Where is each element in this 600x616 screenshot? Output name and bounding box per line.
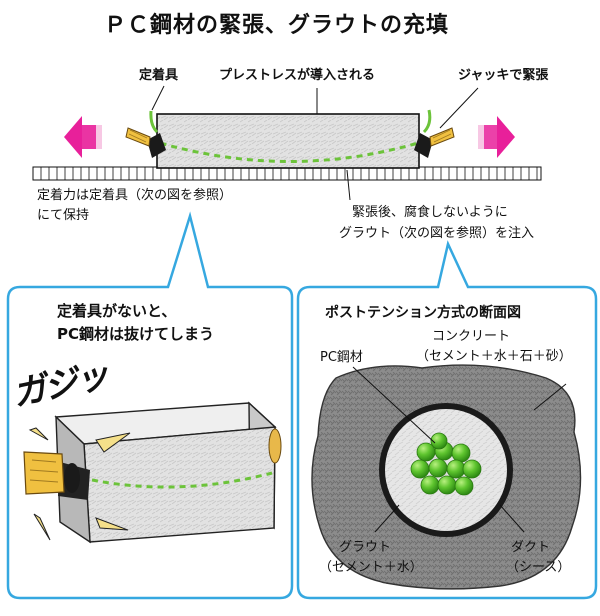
left-anchor (125, 110, 166, 158)
label-grout-injection-line2: グラウト（次の図を参照）を注入 (339, 226, 535, 241)
label-grout-injection-line1: 緊張後、腐食しないように (352, 205, 508, 220)
right-anchor (414, 109, 455, 158)
label-fixing-line2: にて保持 (37, 208, 90, 223)
page-title: ＰＣ鋼材の緊張、グラウトの充填 (104, 13, 450, 38)
flying-anchor (23, 427, 131, 541)
label-duct-line2: （シース） (506, 560, 571, 575)
label-pc-steel: PC鋼材 (320, 350, 363, 365)
label-duct-line1: ダクト (511, 540, 551, 555)
formwork-strip (32, 166, 542, 181)
label-concrete-line2: （セメント＋水＋石＋砂） (416, 349, 572, 364)
label-grout-line1: グラウト (339, 540, 392, 555)
label-fixing-line1: 定着力は定着具（次の図を参照） (37, 188, 233, 203)
label-prestress: プレストレスが導入される (219, 68, 376, 83)
tendon-line (149, 138, 429, 163)
pc-strand-bundle (410, 432, 482, 496)
left-bubble-title-line1: 定着具がないと、 (57, 302, 177, 320)
label-grout-line2: （セメント＋水） (319, 560, 423, 575)
left-tension-arrow (64, 116, 102, 158)
top-leader-lines (151, 85, 479, 201)
left-bubble-title-line2: PC鋼材は抜けてしまう (57, 325, 215, 343)
label-anchor: 定着具 (139, 68, 179, 83)
label-concrete-line1: コンクリート (432, 329, 511, 344)
section-title: ポストテンション方式の断面図 (325, 305, 521, 321)
right-tension-arrow (478, 116, 515, 158)
concrete-beam (156, 113, 420, 169)
label-jack: ジャッキで緊張 (458, 68, 549, 83)
section-leader-lines (352, 366, 567, 533)
